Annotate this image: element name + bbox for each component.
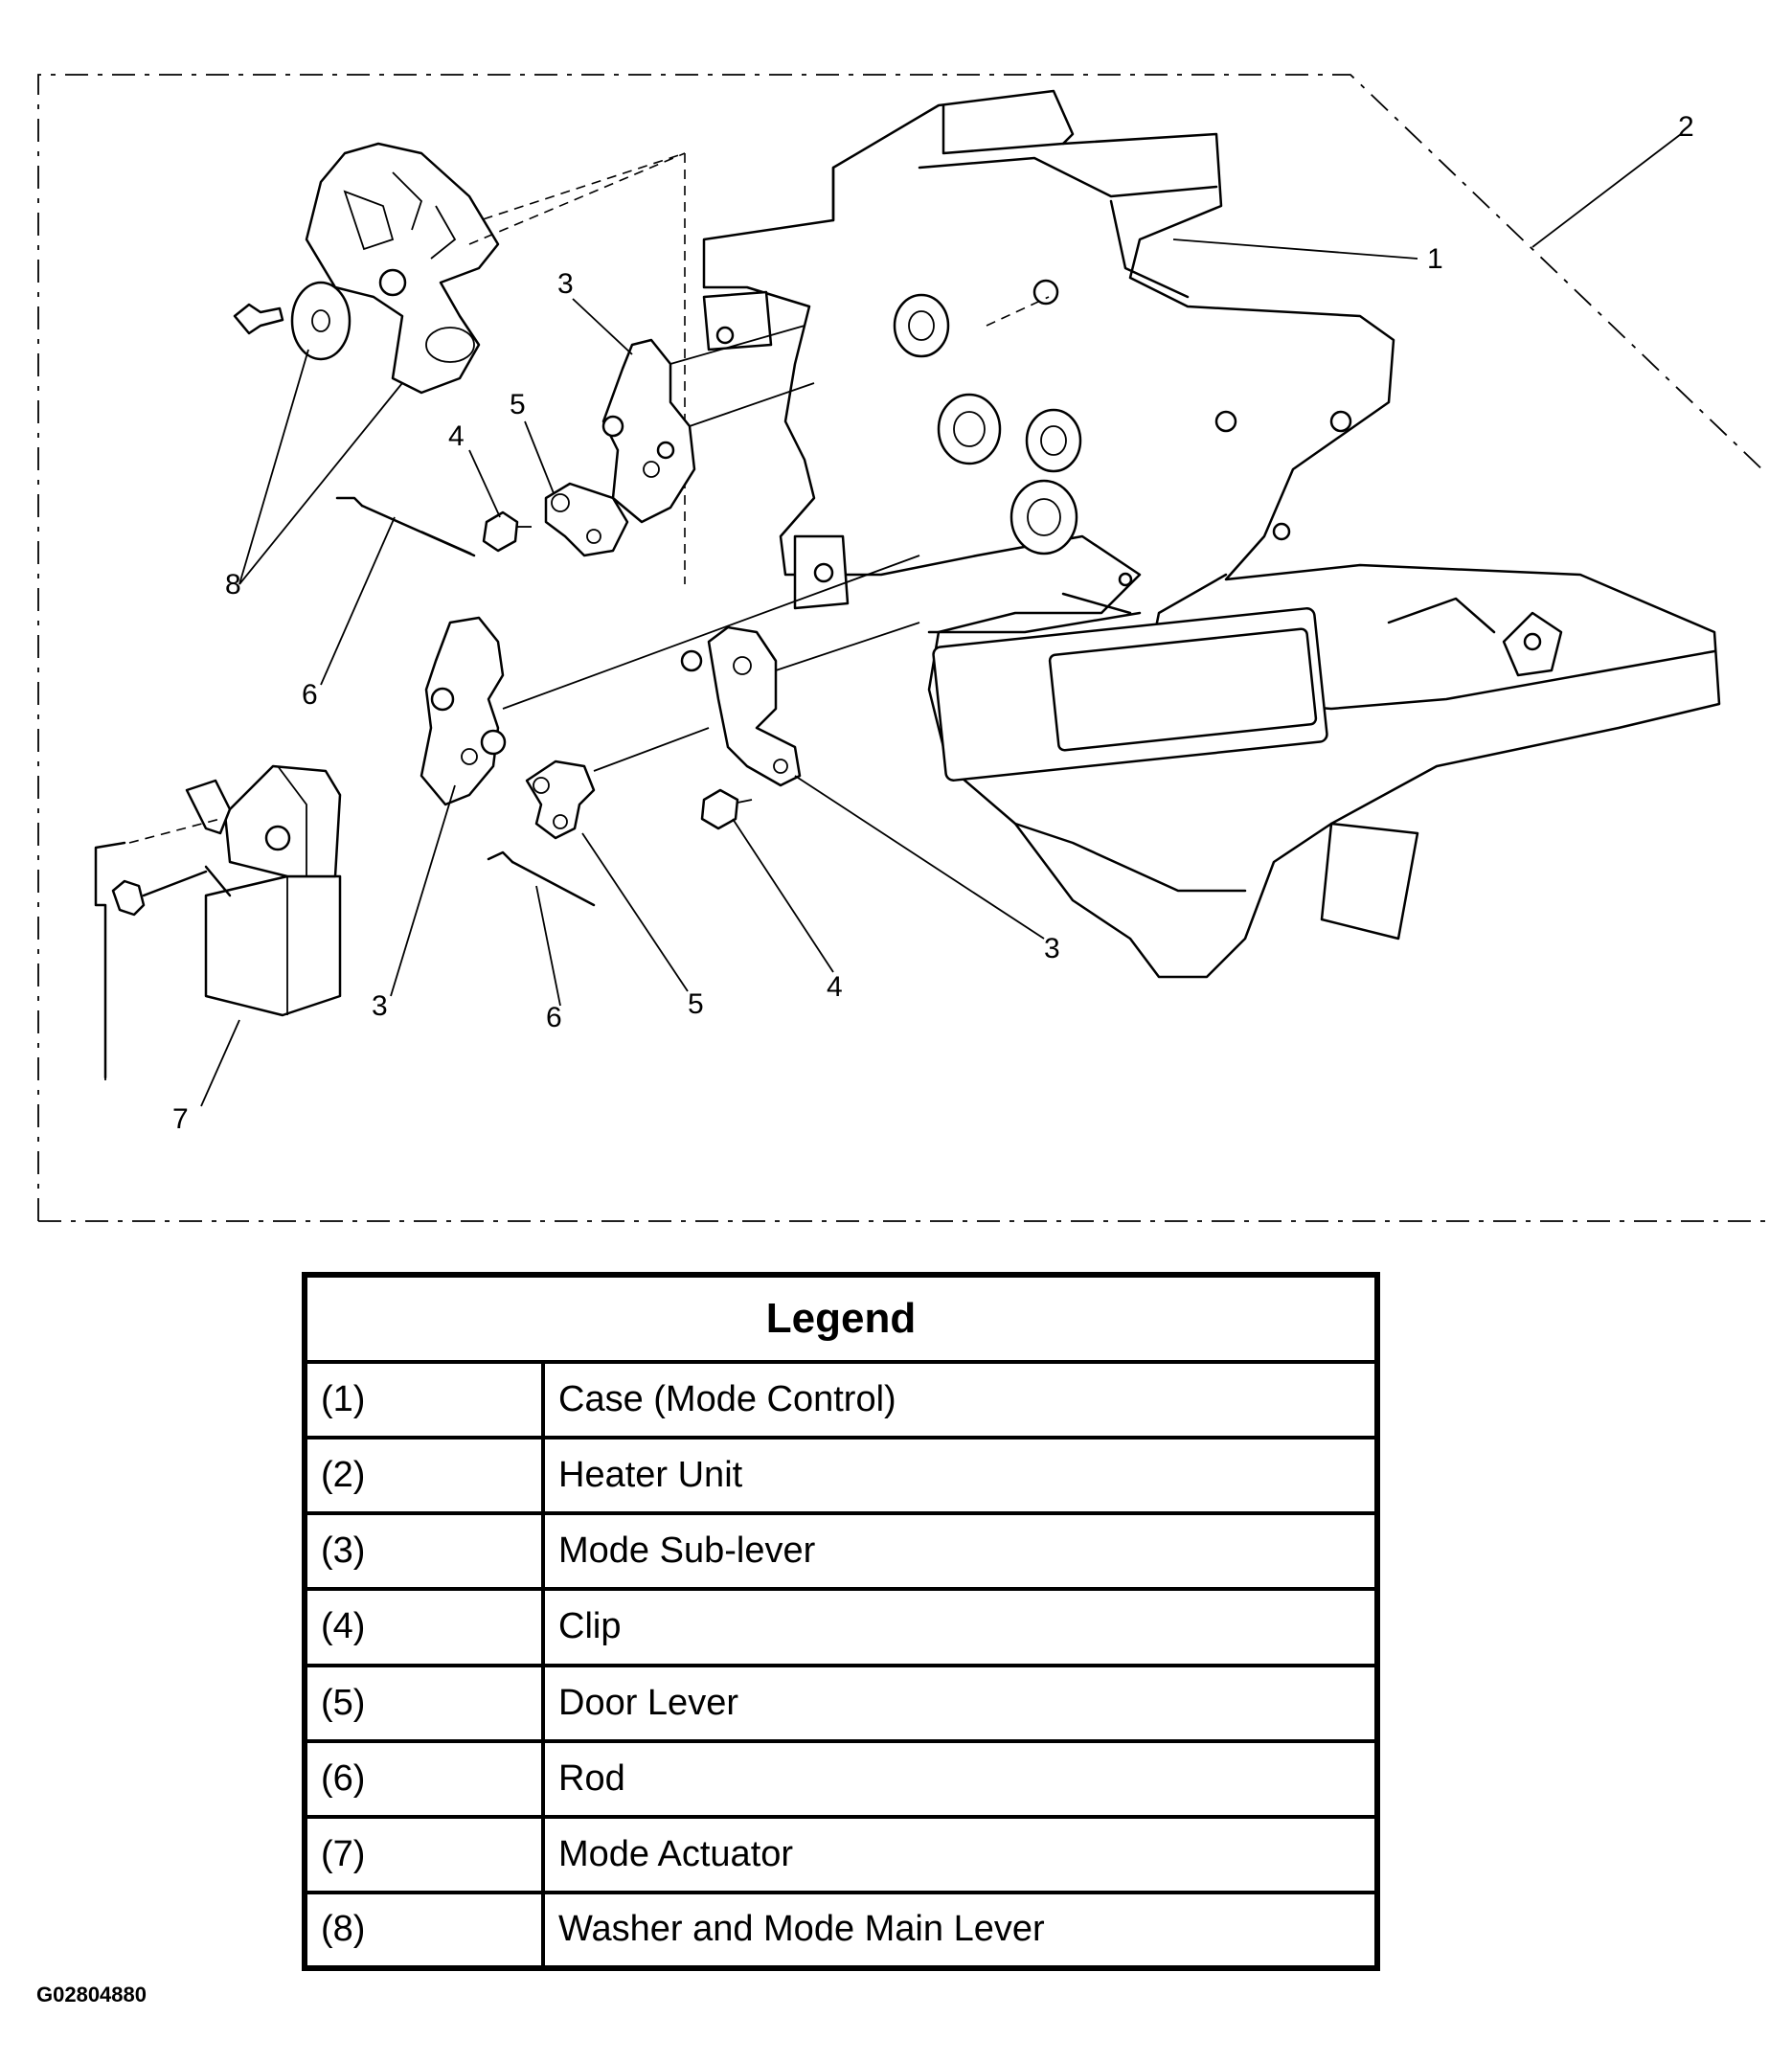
door-lever-lower <box>525 759 596 840</box>
legend-label: Case (Mode Control) <box>541 1360 1379 1440</box>
legend-label: Door Lever <box>541 1663 1379 1743</box>
mode-sub-lever-lower <box>420 616 507 806</box>
callout-6-lower: 6 <box>546 1002 562 1033</box>
screw-lower <box>111 870 208 917</box>
actuator-rod <box>94 841 126 1080</box>
legend-label: Mode Sub-lever <box>541 1511 1379 1592</box>
legend-row: (2) Heater Unit <box>303 1436 1379 1516</box>
exploded-view-diagram: 1 2 3 4 5 8 6 3 6 5 4 3 7 <box>37 74 1768 1222</box>
legend-row: (5) Door Lever <box>303 1663 1379 1743</box>
callout-6-upper: 6 <box>302 679 318 711</box>
legend-label: Washer and Mode Main Lever <box>541 1890 1379 1971</box>
rod-lower <box>487 850 596 907</box>
callout-3-lower: 3 <box>372 990 388 1022</box>
legend-label: Rod <box>541 1738 1379 1819</box>
door-lever-upper <box>544 482 629 557</box>
legend-row: (6) Rod <box>303 1738 1379 1819</box>
figure-id: G02804880 <box>36 1983 147 2006</box>
legend-number: (4) <box>303 1587 545 1667</box>
legend-row: (4) Clip <box>303 1587 1379 1667</box>
mode-sub-lever-upper <box>601 338 696 524</box>
legend-number: (1) <box>303 1360 545 1440</box>
callout-4-upper: 4 <box>448 420 465 452</box>
legend-label: Clip <box>541 1587 1379 1667</box>
clip-upper <box>482 510 532 553</box>
mode-actuator <box>185 764 342 1017</box>
legend-number: (2) <box>303 1436 545 1516</box>
legend-number: (3) <box>303 1511 545 1592</box>
legend-number: (6) <box>303 1738 545 1819</box>
callout-5-lower: 5 <box>688 988 704 1020</box>
leader-lines <box>200 133 1682 1107</box>
legend-number: (7) <box>303 1814 545 1894</box>
sub-assembly-box <box>420 152 686 584</box>
legend-row: (3) Mode Sub-lever <box>303 1511 1379 1592</box>
legend-number: (8) <box>303 1890 545 1971</box>
callout-2: 2 <box>1678 111 1694 143</box>
legend-number: (5) <box>303 1663 545 1743</box>
assembly-boundary <box>37 74 1768 1222</box>
legend-row: (1) Case (Mode Control) <box>303 1360 1379 1440</box>
callout-4-lower: 4 <box>827 971 843 1003</box>
rod-upper <box>335 496 476 557</box>
legend-row: (7) Mode Actuator <box>303 1814 1379 1894</box>
screw-upper <box>233 303 284 335</box>
mode-main-lever <box>305 142 500 395</box>
heater-unit-case <box>702 89 1721 979</box>
callout-8: 8 <box>225 569 241 601</box>
legend-title: Legend <box>303 1272 1379 1365</box>
callout-3-upper: 3 <box>557 268 574 300</box>
mode-sub-lever-right <box>680 625 802 787</box>
legend-label: Mode Actuator <box>541 1814 1379 1894</box>
callout-labels: 1 2 3 4 5 8 6 3 6 5 4 3 7 <box>172 111 1694 1135</box>
washer <box>290 281 352 361</box>
legend-label: Heater Unit <box>541 1436 1379 1516</box>
legend-table: Legend (1) Case (Mode Control) (2) Heate… <box>302 1272 1380 1971</box>
clip-lower <box>700 788 753 830</box>
callout-5-upper: 5 <box>510 389 526 420</box>
callout-1: 1 <box>1427 243 1443 275</box>
legend-row: (8) Washer and Mode Main Lever <box>303 1890 1379 1971</box>
callout-3-right: 3 <box>1044 933 1060 964</box>
callout-7: 7 <box>172 1103 189 1135</box>
alignment-lines <box>128 152 1050 844</box>
